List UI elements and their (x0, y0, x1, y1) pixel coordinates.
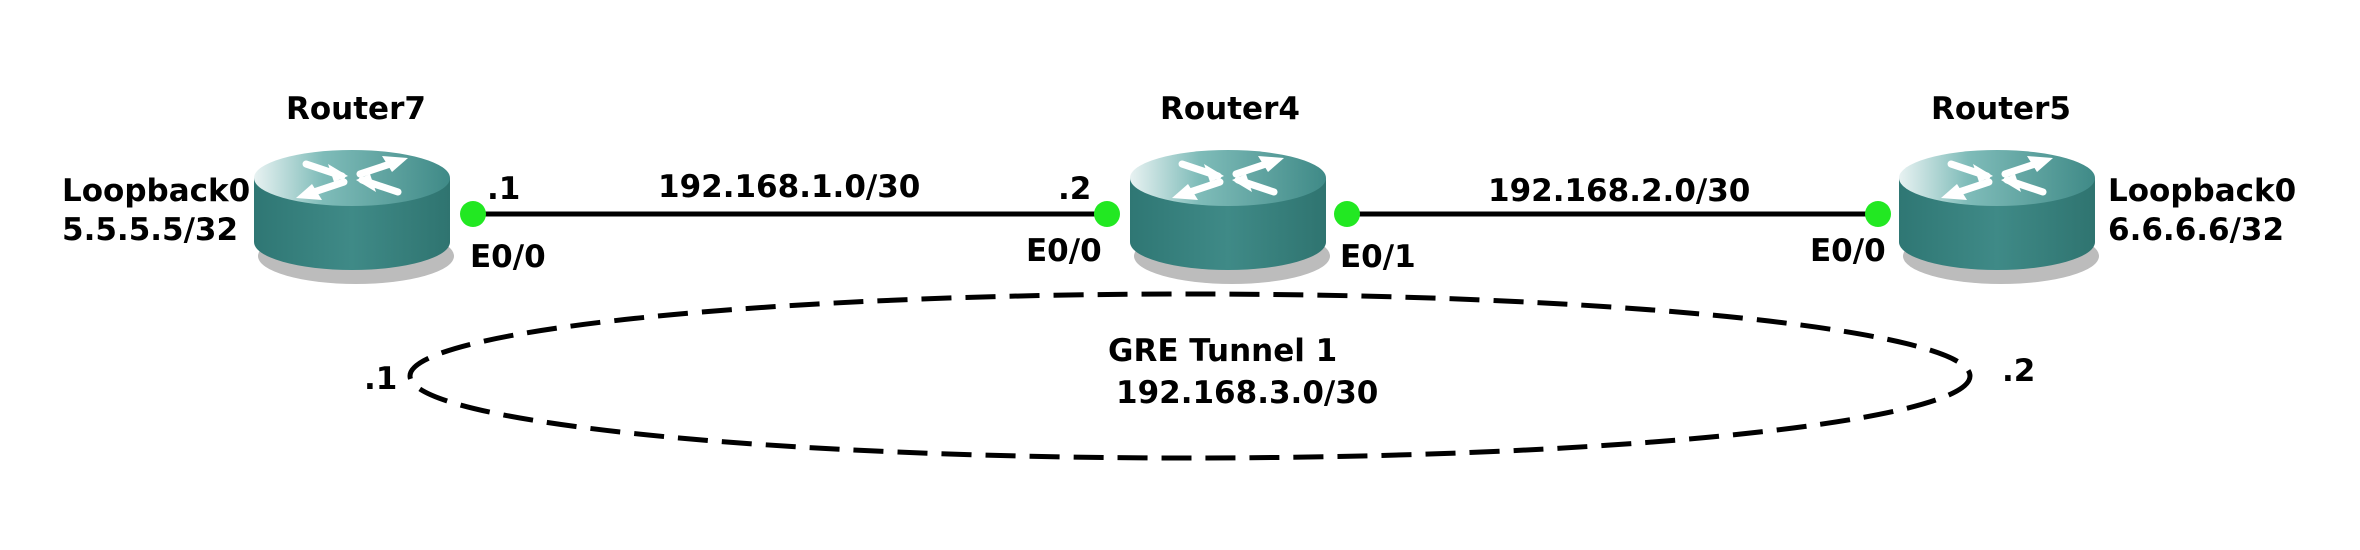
router7-host-address: .1 (487, 171, 521, 207)
interface-dot-router4-e0-1[interactable] (1334, 201, 1360, 227)
interface-dot-router5-e0-0[interactable] (1865, 201, 1891, 227)
router4-left-interface-label: E0/0 (1026, 233, 1102, 269)
gre-tunnel-ellipse (407, 291, 1973, 461)
tunnel-subnet: 192.168.3.0/30 (1116, 375, 1379, 411)
tunnel-right-host: .2 (2002, 353, 2036, 389)
router7-loopback-ip: 5.5.5.5/32 (62, 211, 239, 248)
link1-subnet-label: 192.168.1.0/30 (658, 169, 921, 205)
router7-name: Router7 (286, 91, 426, 127)
router5-loopback-ip: 6.6.6.6/32 (2108, 211, 2285, 248)
router4-right-interface-label: E0/1 (1340, 239, 1416, 275)
router7-interface-label: E0/0 (470, 239, 546, 275)
router4-host-address: .2 (1058, 171, 1092, 207)
router5-loopback: Loopback0 6.6.6.6/32 (2108, 172, 2296, 250)
interface-dot-router4-e0-0[interactable] (1094, 201, 1120, 227)
tunnel-left-host: .1 (364, 361, 398, 397)
router4-name: Router4 (1160, 91, 1300, 127)
router5-interface-label: E0/0 (1810, 233, 1886, 269)
interface-dot-router7-e0-0[interactable] (460, 201, 486, 227)
router7-loopback: Loopback0 5.5.5.5/32 (62, 172, 250, 250)
router5-loopback-name: Loopback0 (2108, 173, 2297, 209)
router7-icon[interactable] (254, 150, 454, 284)
router5-name: Router5 (1931, 91, 2071, 127)
router5-icon[interactable] (1899, 150, 2099, 284)
tunnel-name: GRE Tunnel 1 (1108, 333, 1338, 369)
router4-icon[interactable] (1130, 150, 1330, 284)
link2-subnet-label: 192.168.2.0/30 (1488, 173, 1751, 209)
router7-loopback-name: Loopback0 (62, 173, 251, 209)
